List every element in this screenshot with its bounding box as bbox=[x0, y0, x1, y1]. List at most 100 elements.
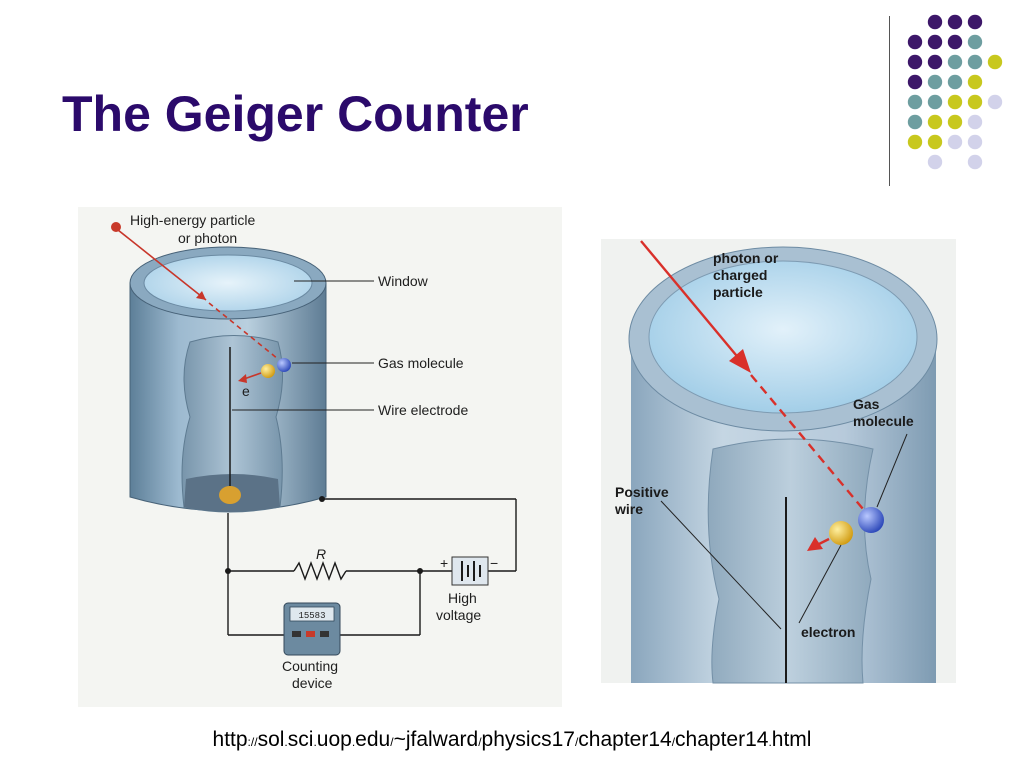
electrode-base-icon bbox=[219, 486, 241, 504]
electron-label: electron bbox=[801, 624, 855, 640]
decor-dot bbox=[947, 94, 963, 110]
gas-molecule-icon bbox=[277, 358, 291, 372]
electron-arrow-icon bbox=[238, 374, 247, 383]
url-part: / bbox=[671, 735, 676, 749]
positive-wire-label-line1: Positive bbox=[615, 484, 669, 500]
source-url[interactable]: http://sol.sci.uop.edu/~jfalward/physics… bbox=[0, 728, 1024, 752]
decor-dot bbox=[927, 134, 943, 150]
battery-icon bbox=[451, 556, 489, 586]
counter-display: 15583 bbox=[298, 611, 325, 621]
url-part: . bbox=[351, 735, 356, 749]
url-part: sol bbox=[257, 728, 285, 751]
decor-dot bbox=[927, 54, 943, 70]
circuit bbox=[227, 498, 517, 636]
closeup-electron-icon bbox=[829, 521, 853, 545]
counting-device-icon bbox=[283, 602, 341, 656]
junction-right bbox=[417, 568, 423, 574]
geiger-counter-diagram-svg: e High-energy particle or photon Window … bbox=[111, 212, 517, 691]
particle-label-line1: High-energy particle bbox=[130, 212, 255, 228]
particle-path bbox=[117, 229, 207, 301]
decor-dot bbox=[927, 14, 943, 30]
slide-title: The Geiger Counter bbox=[62, 86, 529, 142]
url-part: chapter14 bbox=[578, 728, 672, 751]
tube-closeup-svg: photon or charged particle Gas molecule … bbox=[614, 240, 938, 684]
electron-path bbox=[243, 372, 262, 380]
decor-dot bbox=[927, 154, 943, 170]
decor-dot bbox=[947, 14, 963, 30]
decor-dot bbox=[907, 94, 923, 110]
particle-label-line2: or photon bbox=[178, 230, 237, 246]
decor-dot bbox=[947, 54, 963, 70]
decor-dot bbox=[967, 114, 983, 130]
window-icon bbox=[143, 254, 313, 312]
url-part: sci bbox=[287, 728, 314, 751]
url-part: / bbox=[390, 735, 394, 749]
url-part: . bbox=[768, 735, 772, 749]
url-part: ~jfalward bbox=[393, 728, 479, 751]
decor-dot bbox=[967, 54, 983, 70]
decor-dot bbox=[967, 94, 983, 110]
gas-label-line1: Gas bbox=[853, 396, 880, 412]
url-part: uop bbox=[316, 728, 352, 751]
wire-electrode-label: Wire electrode bbox=[378, 402, 468, 418]
decor-dot bbox=[947, 34, 963, 50]
decor-dot bbox=[927, 114, 943, 130]
decor-dot bbox=[927, 94, 943, 110]
battery-minus: − bbox=[490, 555, 498, 571]
url-part: http bbox=[212, 728, 248, 751]
decor-dot bbox=[947, 114, 963, 130]
geiger-counter-diagram: e High-energy particle or photon Window … bbox=[78, 207, 562, 707]
decor-dot bbox=[927, 74, 943, 90]
closeup-window-icon bbox=[648, 260, 918, 414]
particle-arrow-icon bbox=[196, 291, 206, 300]
title-divider bbox=[889, 16, 890, 186]
decor-dot bbox=[907, 74, 923, 90]
high-voltage-label-line1: High bbox=[448, 590, 477, 606]
url-part: / bbox=[478, 735, 482, 749]
closeup-arrow-icon bbox=[729, 349, 751, 373]
decor-dot bbox=[967, 14, 983, 30]
url-part: chapter14 bbox=[675, 728, 769, 751]
url-part: . bbox=[284, 735, 288, 749]
gas-leader-right bbox=[876, 433, 908, 508]
decor-dot bbox=[987, 94, 1003, 110]
decor-dot bbox=[947, 134, 963, 150]
closeup-cutaway bbox=[707, 438, 874, 684]
high-voltage-label-line2: voltage bbox=[436, 607, 481, 623]
battery-plus: + bbox=[440, 555, 448, 571]
decor-dot bbox=[967, 34, 983, 50]
url-part: :// bbox=[247, 735, 258, 749]
junction-left bbox=[225, 568, 231, 574]
gas-label-line2: molecule bbox=[853, 413, 914, 429]
url-part: / bbox=[574, 735, 579, 749]
positive-wire-leader bbox=[660, 500, 782, 630]
dot-grid-icon bbox=[907, 14, 1003, 170]
url-part: edu bbox=[355, 728, 391, 751]
decor-dot bbox=[967, 154, 983, 170]
closeup-gas-molecule-icon bbox=[858, 507, 884, 533]
decor-dot bbox=[967, 74, 983, 90]
decor-dot bbox=[907, 34, 923, 50]
positive-wire-label-line2: wire bbox=[614, 501, 643, 517]
url-part: html bbox=[771, 728, 812, 751]
closeup-electron-arrow-icon bbox=[807, 537, 823, 551]
resistor-label: R bbox=[316, 546, 326, 562]
counting-device-label-line1: Counting bbox=[282, 658, 338, 674]
photon-label-line1: photon or bbox=[713, 250, 779, 266]
decor-dot bbox=[907, 54, 923, 70]
junction-top bbox=[319, 496, 325, 502]
decor-dot bbox=[987, 54, 1003, 70]
decor-dot bbox=[907, 134, 923, 150]
electron-symbol: e bbox=[242, 383, 250, 399]
url-part: physics17 bbox=[481, 728, 575, 751]
closeup-particle-path bbox=[640, 240, 742, 362]
photon-label-line2: charged bbox=[713, 267, 767, 283]
decor-dot bbox=[907, 114, 923, 130]
particle-path-dashed bbox=[208, 302, 279, 360]
url-part: . bbox=[313, 735, 317, 749]
decor-dot bbox=[947, 74, 963, 90]
counting-device-label-line2: device bbox=[292, 675, 333, 691]
gas-molecule-label: Gas molecule bbox=[378, 355, 464, 371]
electron-icon bbox=[261, 364, 275, 378]
decor-dot bbox=[967, 134, 983, 150]
